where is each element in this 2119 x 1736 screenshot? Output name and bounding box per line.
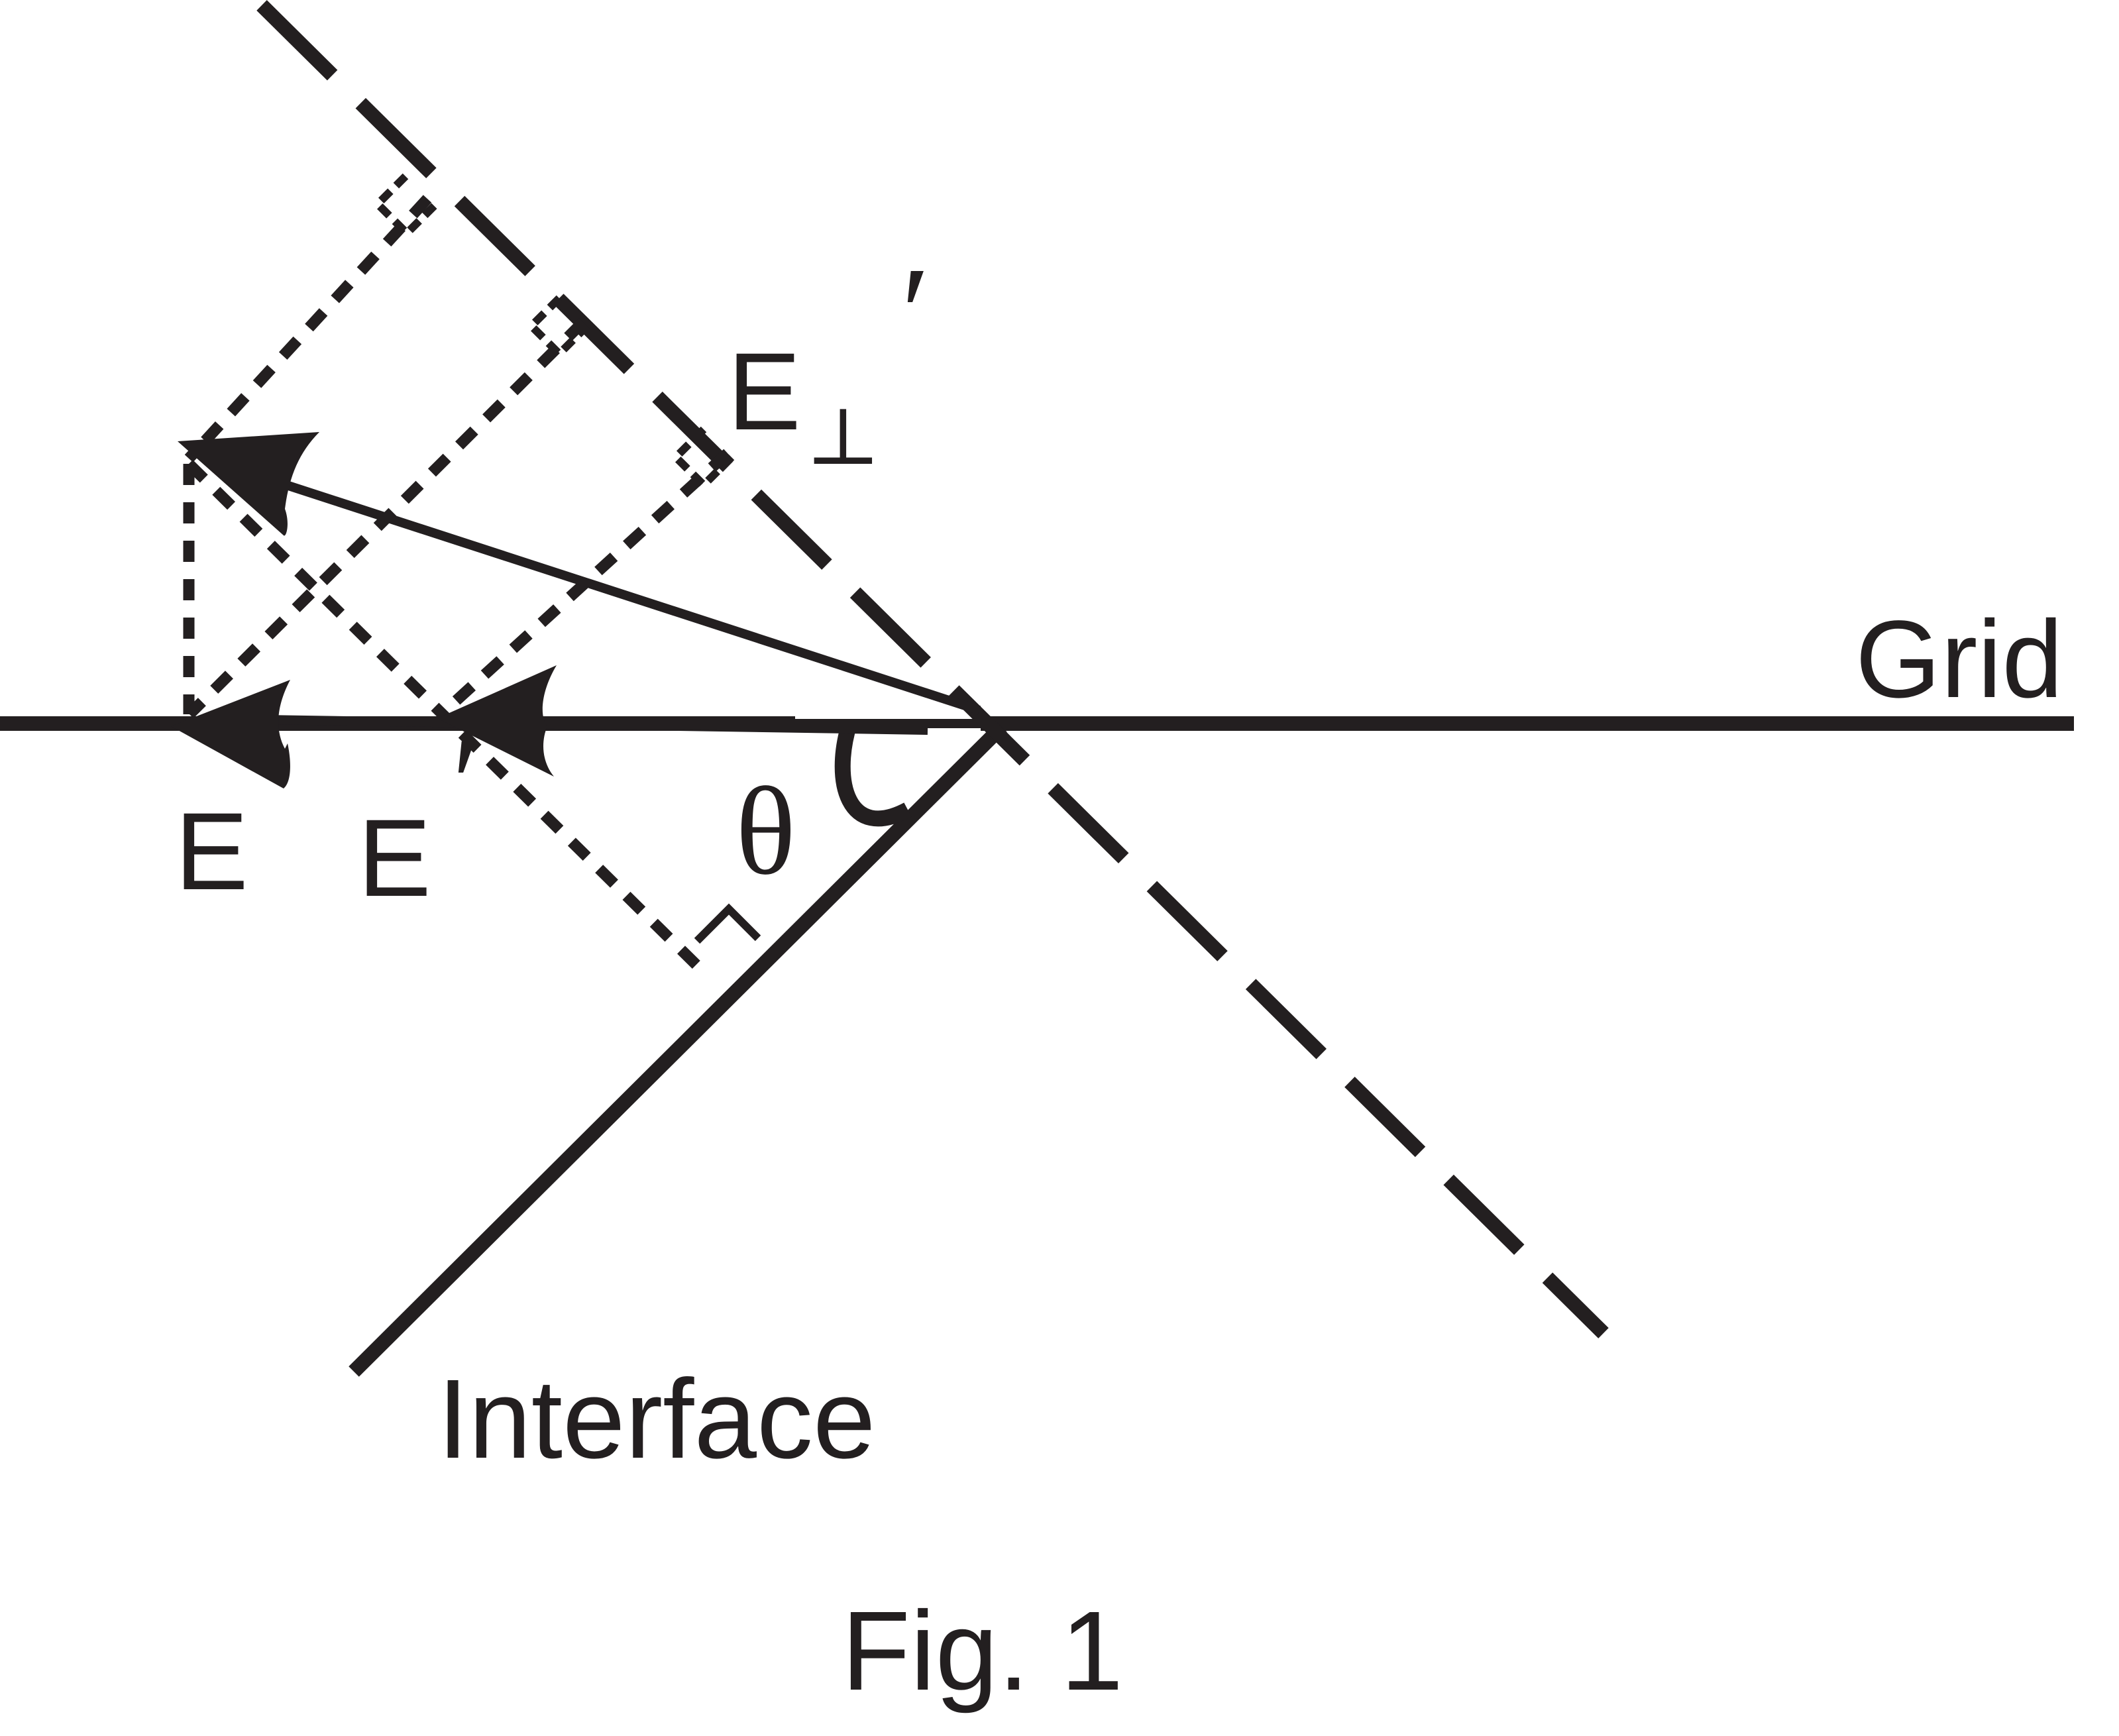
label-interface: Interface	[437, 1356, 876, 1482]
label-e-prime-base: E	[358, 797, 431, 920]
right-angle-mark	[694, 903, 761, 944]
label-e-perp-prime: E ⊥ ′	[728, 241, 930, 481]
label-e-perp-base: E	[728, 331, 801, 453]
figure-caption: Fig. 1	[842, 1588, 1123, 1714]
label-e-prime: E ′	[358, 711, 481, 920]
vector-total-field	[178, 432, 981, 715]
label-e-perp-subscript: ⊥	[806, 393, 881, 481]
right-angle-marks	[372, 173, 761, 944]
label-e-total: E	[175, 790, 248, 913]
vector-e-prime-grid	[437, 665, 994, 777]
label-grid: Grid	[1855, 598, 2063, 721]
label-e-prime-mark: ′	[452, 711, 481, 857]
theta-angle-arc	[834, 721, 912, 827]
perpendicular-axis-dashed	[256, 0, 1609, 1338]
interface-line	[349, 722, 1007, 1377]
label-theta: θ	[735, 762, 796, 901]
label-e-perp-prime-mark: ′	[901, 241, 930, 387]
